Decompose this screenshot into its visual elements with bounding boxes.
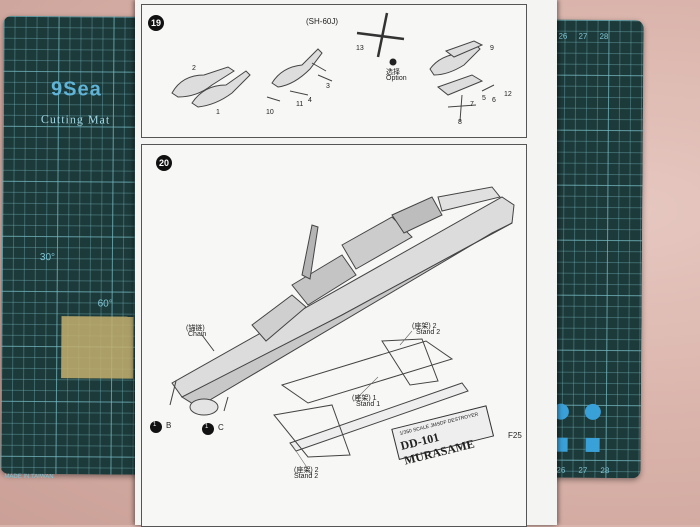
- mat-number: 27: [578, 31, 588, 41]
- instruction-sheet: 19 (SH-60J): [135, 0, 557, 527]
- step-number: 20: [156, 155, 172, 171]
- option-mark: 选择: [386, 69, 400, 76]
- mat-number: 28: [599, 31, 609, 41]
- part-label-6: 6: [492, 97, 496, 104]
- ref-b-number: 1: [153, 422, 157, 428]
- step-number: 19: [148, 15, 164, 31]
- part-label-9: 9: [490, 45, 494, 52]
- mat-number: 26: [558, 31, 568, 41]
- chain-label: Chain: [188, 331, 207, 338]
- mat-blue-circle: [584, 403, 601, 420]
- step-20-panel: 20: [141, 144, 527, 527]
- stand-1-cn-label: (座架) 1: [352, 395, 377, 402]
- ref-c-number: 1: [205, 424, 209, 430]
- part-label-5: 5: [482, 95, 486, 102]
- mat-angle-label-60: 60°: [97, 298, 113, 310]
- step-19-panel: 19 (SH-60J): [141, 4, 527, 138]
- stand-1-label: Stand 1: [356, 401, 381, 408]
- part-label-11: 11: [296, 101, 304, 108]
- part-label-12: 12: [504, 91, 512, 98]
- ref-c-label: C: [218, 423, 224, 432]
- chain-cn-label: (锚链): [186, 325, 205, 332]
- mat-blue-square: [585, 437, 600, 452]
- part-label-10: 10: [266, 109, 274, 116]
- part-label-3: 3: [326, 83, 330, 90]
- mat-number: 26: [556, 465, 566, 475]
- mat-number: 27: [578, 465, 588, 475]
- stand-2-cn-label-lower: (座架) 2: [294, 467, 319, 474]
- mat-subtitle: Cutting Mat: [40, 112, 111, 127]
- part-label-8: 8: [458, 119, 462, 126]
- part-label-f25: F25: [508, 431, 522, 440]
- stand-2-label: Stand 2: [416, 329, 441, 336]
- stand-2-cn-label: (座架) 2: [412, 323, 437, 330]
- masking-tape: [61, 316, 134, 379]
- helicopter-assembly-drawing: [171, 12, 495, 122]
- step-19-title: (SH-60J): [306, 17, 339, 26]
- option-label: Option: [386, 75, 407, 82]
- part-label-2: 2: [192, 65, 196, 72]
- part-label-1: 1: [216, 109, 220, 116]
- ref-b-label: B: [166, 421, 172, 430]
- stand-2-label-lower: Stand 2: [294, 473, 319, 480]
- part-label-7: 7: [470, 101, 474, 108]
- part-label-4: 4: [308, 97, 312, 104]
- mat-angle-label-30: 30°: [39, 252, 56, 264]
- ship-assembly-drawing: [150, 186, 515, 476]
- mat-brand: 9Sea: [51, 78, 102, 101]
- mat-made-in: MADE IN TAIWAN: [4, 473, 54, 481]
- mat-number: 28: [600, 465, 610, 476]
- part-label-13: 13: [356, 45, 364, 52]
